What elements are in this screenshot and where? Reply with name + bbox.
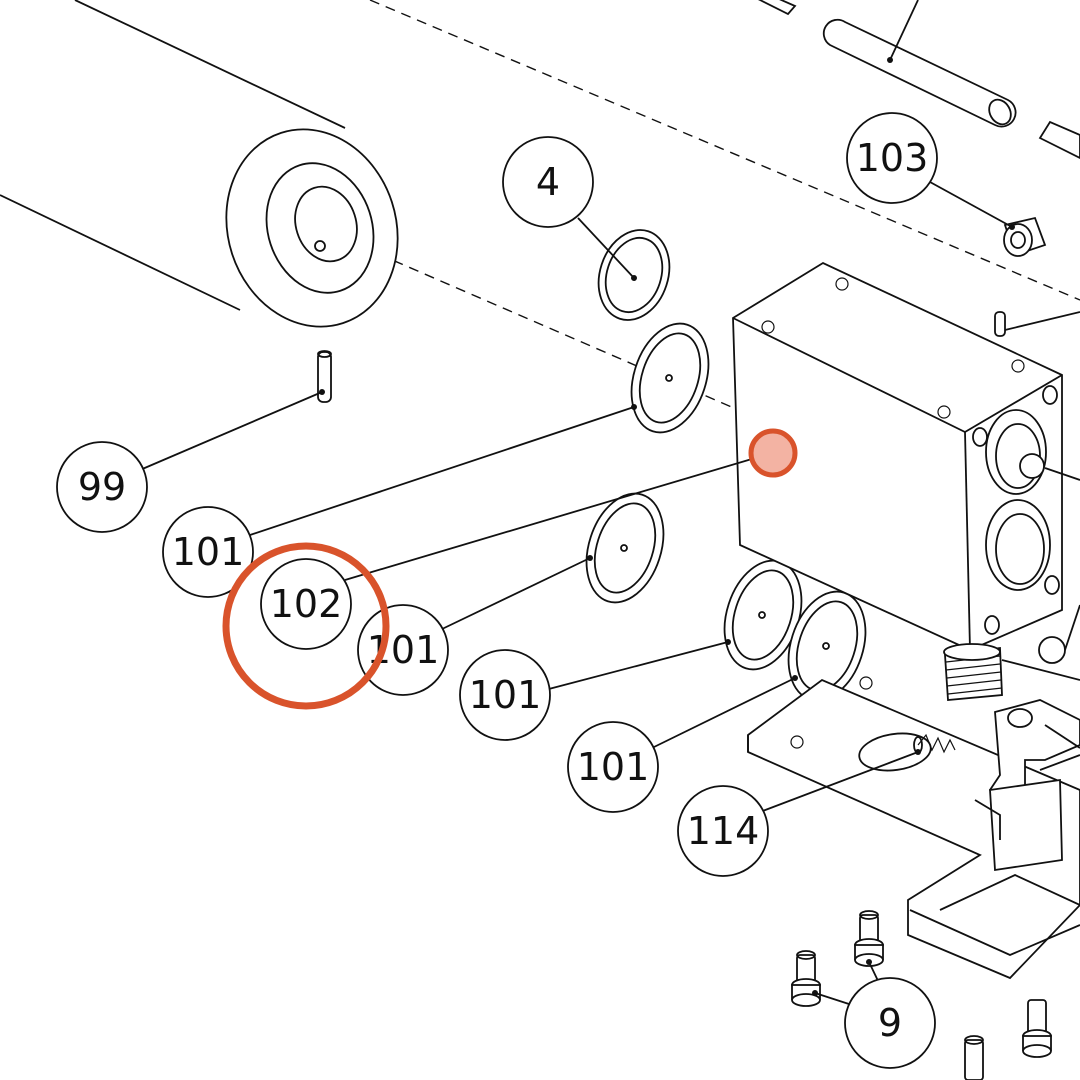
- callout-114: 114: [677, 785, 769, 877]
- callout-102: 102: [260, 558, 352, 650]
- callout-4: 4: [502, 136, 594, 228]
- svg-text:103: 103: [856, 136, 929, 180]
- svg-text:9: 9: [878, 1001, 902, 1045]
- cylinder-part: [0, 0, 399, 328]
- highlight-ring-102: [222, 542, 390, 710]
- pin-99-part: [317, 350, 332, 403]
- screws-9-parts: [791, 910, 1052, 1080]
- svg-text:114: 114: [687, 809, 760, 853]
- callout-101-c: 101: [459, 649, 551, 741]
- svg-text:99: 99: [78, 465, 126, 509]
- svg-text:101: 101: [577, 745, 650, 789]
- callout-103: 103: [846, 112, 938, 204]
- callout-101-d: 101: [567, 721, 659, 813]
- svg-text:101: 101: [172, 530, 245, 574]
- highlight-target-marker: [748, 428, 798, 478]
- callout-99: 99: [56, 441, 148, 533]
- valve-block-part: [732, 261, 1066, 664]
- callout-101-b: 101: [357, 604, 449, 696]
- callout-101-a: 101: [162, 506, 254, 598]
- small-pin-part: [994, 311, 1006, 337]
- svg-text:101: 101: [469, 673, 542, 717]
- rod-parts: [757, 0, 1080, 160]
- threaded-plug-part: [943, 643, 1003, 701]
- lever-mechanism-part: [974, 699, 1080, 872]
- svg-text:102: 102: [270, 582, 343, 626]
- base-plate-part: [747, 676, 1080, 980]
- svg-text:4: 4: [536, 160, 560, 204]
- callout-bubbles: 4 103 99 101 101 102 101 101: [56, 112, 938, 1069]
- callout-9: 9: [844, 977, 936, 1069]
- leader-lines: [139, 0, 1080, 1006]
- bushing-103-part: [1003, 216, 1047, 257]
